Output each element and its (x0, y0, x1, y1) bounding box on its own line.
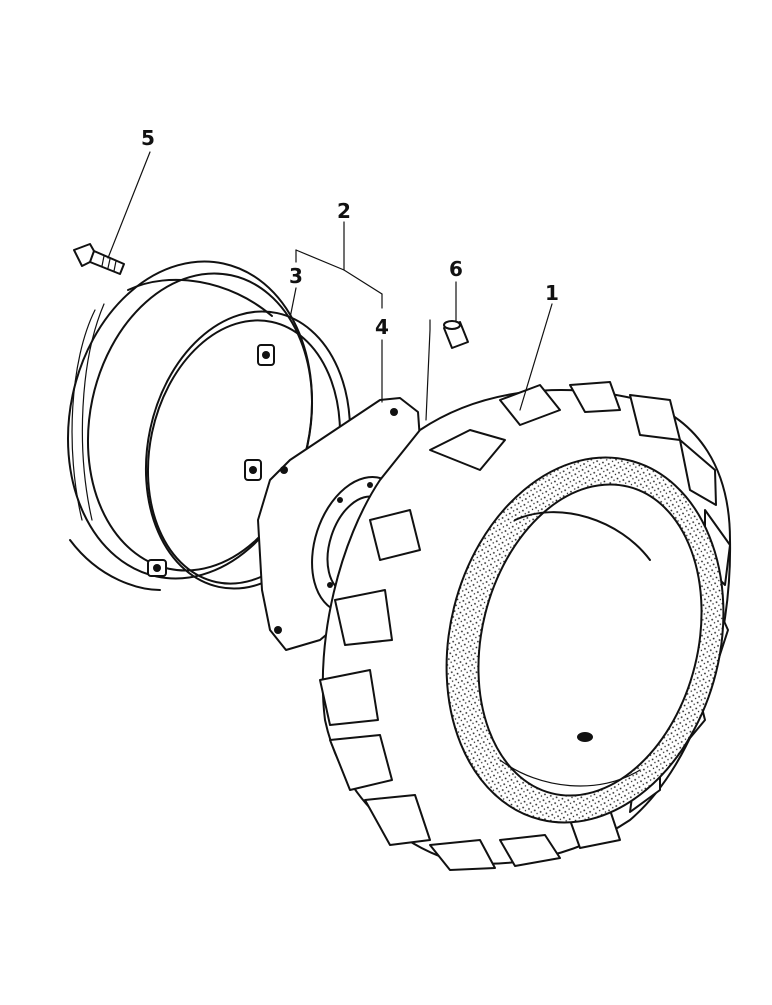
leader-lines (107, 151, 553, 421)
callout-label-2: 2 (337, 199, 351, 223)
tractor-tyre (319, 381, 732, 871)
callout-label-1: 1 (545, 281, 559, 305)
callout-label-3: 3 (289, 264, 303, 288)
callout-label-4: 4 (375, 315, 389, 339)
bolt (73, 243, 125, 275)
nut (443, 320, 469, 349)
callout-label-5: 5 (141, 126, 155, 150)
callout-label-6: 6 (449, 257, 463, 281)
